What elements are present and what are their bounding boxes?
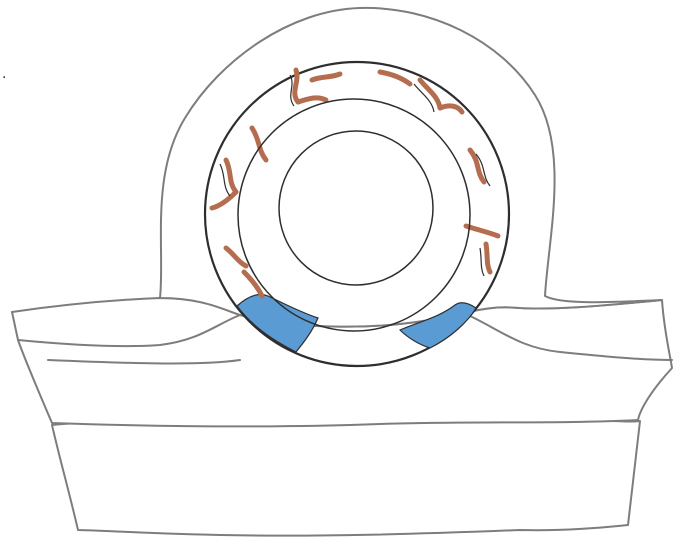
- edge-mark: .: [2, 65, 6, 82]
- dome-outline: [160, 8, 662, 327]
- base-slab: [52, 420, 640, 536]
